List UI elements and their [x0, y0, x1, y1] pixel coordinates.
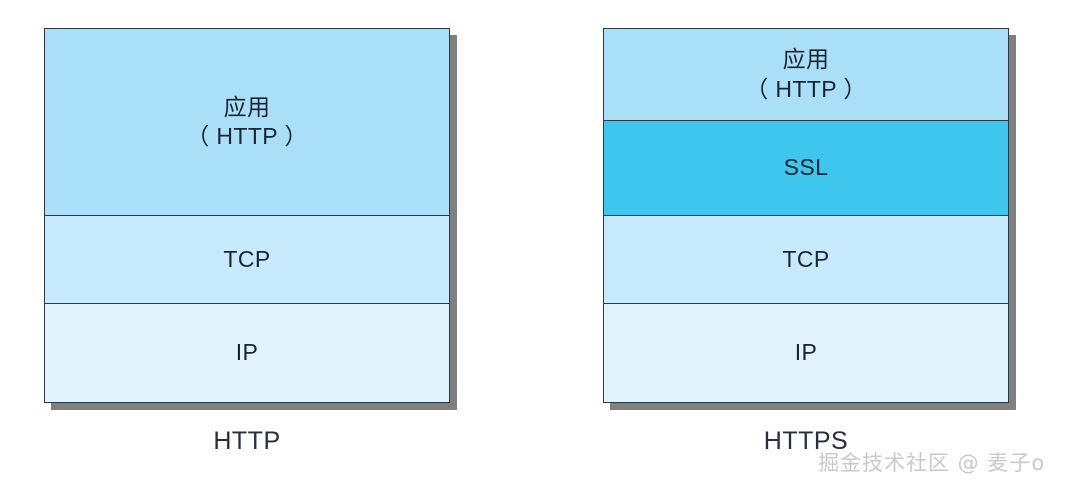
layer-label-line-1: 应用	[223, 93, 271, 120]
http-layer-tcp: TCP	[45, 215, 449, 303]
https-stack-caption: HTTPS	[763, 427, 849, 455]
https-layer-ssl: SSL	[604, 120, 1008, 215]
layer-label-line-1: IP	[794, 339, 818, 366]
http-layer-ip: IP	[45, 303, 449, 402]
layer-label-line-1: IP	[235, 339, 259, 366]
watermark-text: 掘金技术社区 @ 麦子o	[818, 451, 1046, 475]
layer-label-line-1: SSL	[783, 154, 829, 181]
http-stack-diagram: 应用 （ HTTP ） TCP IP	[44, 28, 450, 403]
https-layer-ip: IP	[604, 303, 1008, 402]
http-layer-application: 应用 （ HTTP ）	[45, 29, 449, 215]
layer-label-line-1: 应用	[782, 46, 830, 73]
layer-label-line-1: TCP	[223, 245, 271, 272]
http-stack-caption: HTTP	[213, 427, 281, 455]
https-stack-diagram: 应用 （ HTTP ） SSL TCP IP	[603, 28, 1009, 403]
layer-label-line-2: （ HTTP ）	[186, 123, 308, 149]
https-layer-tcp: TCP	[604, 215, 1008, 303]
https-layer-application: 应用 （ HTTP ）	[604, 29, 1008, 120]
layer-label-line-2: （ HTTP ）	[745, 75, 867, 102]
layer-label-line-1: TCP	[782, 245, 830, 272]
